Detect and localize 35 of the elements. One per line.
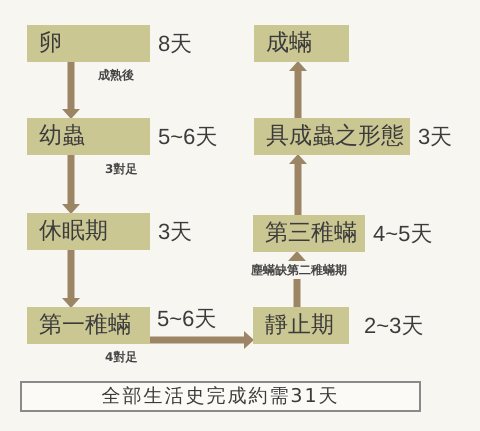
stage-box xyxy=(253,215,365,252)
duration-label: 4~5天 xyxy=(372,220,434,248)
stage-box xyxy=(27,25,150,62)
stage-note: 成熟後 xyxy=(96,66,136,84)
arrow xyxy=(62,62,80,119)
duration-label: 2~3天 xyxy=(363,312,424,340)
arrow xyxy=(150,331,254,349)
stage-note: 3對足 xyxy=(103,160,140,178)
duration-label: 5~6天 xyxy=(157,123,218,151)
stage-label: 第一稚蟎 xyxy=(39,314,131,337)
stage-note: 4對足 xyxy=(103,348,140,366)
stage-label: 具成蟲之形態 xyxy=(266,125,404,148)
stage-label: 休眠期 xyxy=(39,220,108,243)
stage-note: 塵蟎缺第二稚蟎期 xyxy=(249,261,349,279)
stage-box xyxy=(254,118,410,155)
arrow xyxy=(62,155,80,214)
stage-label: 第三稚蟎 xyxy=(265,222,357,245)
stage-box xyxy=(27,118,150,155)
stage-label: 卵 xyxy=(39,32,62,55)
stage-box xyxy=(254,25,349,62)
summary-text: 全部生活史完成約需31天 xyxy=(101,384,340,410)
duration-label: 3天 xyxy=(417,123,454,151)
stage-label: 靜止期 xyxy=(265,314,334,337)
arrow xyxy=(289,61,307,118)
arrow xyxy=(62,250,80,308)
duration-label: 5~6天 xyxy=(156,305,218,333)
stage-label: 成蟎 xyxy=(266,32,312,55)
arrow xyxy=(289,154,307,215)
stage-box xyxy=(27,213,150,250)
stage-label: 幼蟲 xyxy=(39,125,85,148)
stage-box xyxy=(253,307,349,344)
stage-box xyxy=(27,307,150,344)
duration-label: 8天 xyxy=(157,30,194,58)
summary-box xyxy=(20,381,421,412)
duration-label: 3天 xyxy=(157,218,194,246)
